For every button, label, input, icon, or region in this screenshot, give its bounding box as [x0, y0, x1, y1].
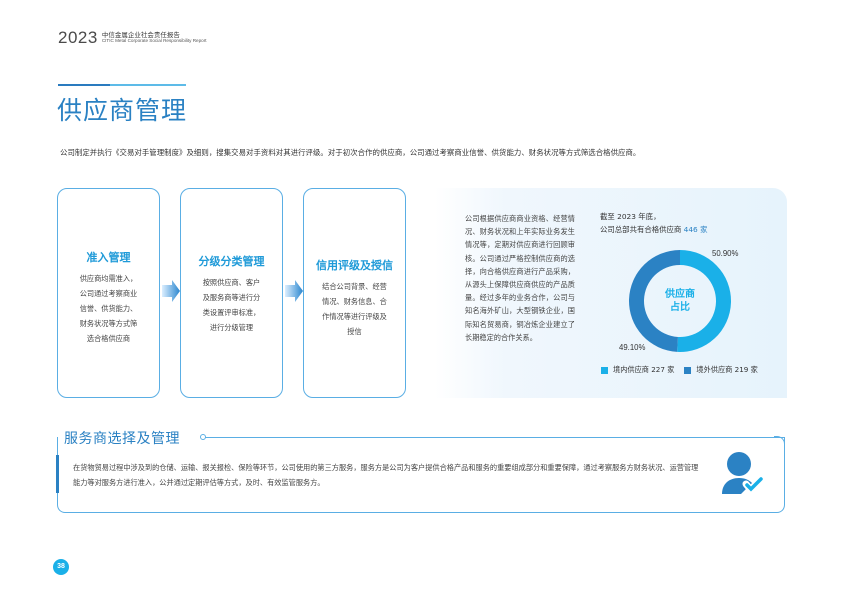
legend-item-overseas: 境外供应商 219 家 [684, 365, 758, 375]
card-line: 情况、财务信息、合 [322, 297, 387, 306]
legend-swatch [601, 366, 608, 374]
card-line: 进行分级管理 [209, 323, 254, 332]
card-body: 供应商均需准入， 公司通过考察商业 信誉、供货能力、 财务状况等方式筛 选合格供… [58, 271, 159, 346]
card-line: 结合公司背景、经营 [322, 282, 387, 291]
card-body: 结合公司背景、经营 情况、财务信息、合 作情况等进行评级及 授信 [304, 279, 405, 339]
divider-dot [200, 434, 206, 440]
card-line: 授信 [347, 327, 362, 336]
card-line: 及服务商等进行分 [202, 293, 261, 302]
center-label-line2: 占比 [670, 300, 690, 313]
card-line: 作情况等进行评级及 [322, 312, 387, 321]
report-header: 2023 中信金属企业社会责任报告 CITIC Metal Corporate … [58, 28, 207, 48]
supplier-count-stat: 截至 2023 年底， 公司总部共有合格供应商 446 家 [600, 210, 708, 236]
stat-line: 公司总部共有合格供应商 [600, 225, 684, 234]
card-title: 准入管理 [86, 251, 131, 264]
service-section-box [57, 436, 785, 513]
supplier-review-text: 公司根据供应商商业资格、经营情况、财务状况和上年实际业务发生情况等，定期对供应商… [465, 214, 575, 342]
supplier-share-donut-chart: 供应商 占比 [628, 250, 731, 352]
card-line: 选合格供应商 [86, 334, 131, 343]
chart-legend: 境内供应商 227 家 境外供应商 219 家 [601, 365, 768, 375]
center-label-line1: 供应商 [664, 287, 695, 300]
page-number: 38 [53, 559, 69, 575]
donut-slice-domestic [677, 250, 731, 352]
donut-slice-overseas [628, 250, 680, 352]
card-line: 信誉、供货能力、 [79, 304, 138, 313]
title-divider [58, 84, 186, 86]
slice-label-overseas: 49.10% [619, 343, 646, 352]
service-section-title: 服务商选择及管理 [64, 431, 180, 447]
legend-swatch [684, 366, 692, 374]
arrow-right-icon [285, 280, 303, 302]
service-paragraph: 在货物贸易过程中涉及到的仓储、运输、报关报检、保险等环节，公司使用的第三方服务，… [73, 463, 699, 487]
intro-paragraph: 公司制定并执行《交易对手管理制度》及细则，搜集交易对手资料对其进行评级。对于初次… [60, 148, 641, 157]
accent-bar [56, 455, 59, 493]
legend-item-domestic: 境内供应商 227 家 [601, 365, 674, 375]
card-body: 按照供应商、客户 及服务商等进行分 类设置评审标准， 进行分级管理 [181, 275, 282, 335]
stat-value: 446 家 [683, 225, 708, 234]
user-check-icon [722, 452, 765, 496]
card-line: 财务状况等方式筛 [79, 319, 138, 328]
report-year: 2023 [58, 28, 98, 47]
page-title: 供应商管理 [57, 96, 188, 125]
card-admission: 准入管理 供应商均需准入， 公司通过考察商业 信誉、供货能力、 财务状况等方式筛… [57, 188, 160, 398]
stat-line: 截至 2023 年底， [600, 212, 661, 221]
report-title-cn: 中信金属企业社会责任报告 [101, 30, 180, 39]
card-classification: 分级分类管理 按照供应商、客户 及服务商等进行分 类设置评审标准， 进行分级管理 [180, 188, 283, 398]
card-line: 供应商均需准入， [79, 274, 138, 283]
section-divider [202, 437, 784, 438]
card-title: 分级分类管理 [198, 255, 265, 268]
report-title-en: CITIC Metal Corporate Social Responsibil… [101, 38, 207, 44]
slice-label-domestic: 50.90% [712, 249, 739, 258]
card-title: 信用评级及授信 [316, 259, 393, 272]
card-line: 公司通过考察商业 [79, 289, 138, 298]
card-credit-rating: 信用评级及授信 结合公司背景、经营 情况、财务信息、合 作情况等进行评级及 授信 [303, 188, 406, 398]
legend-label: 境内供应商 227 家 [613, 365, 675, 374]
legend-label: 境外供应商 219 家 [696, 365, 758, 374]
card-line: 按照供应商、客户 [202, 278, 261, 287]
card-line: 类设置评审标准， [202, 308, 261, 317]
arrow-right-icon [162, 280, 180, 302]
